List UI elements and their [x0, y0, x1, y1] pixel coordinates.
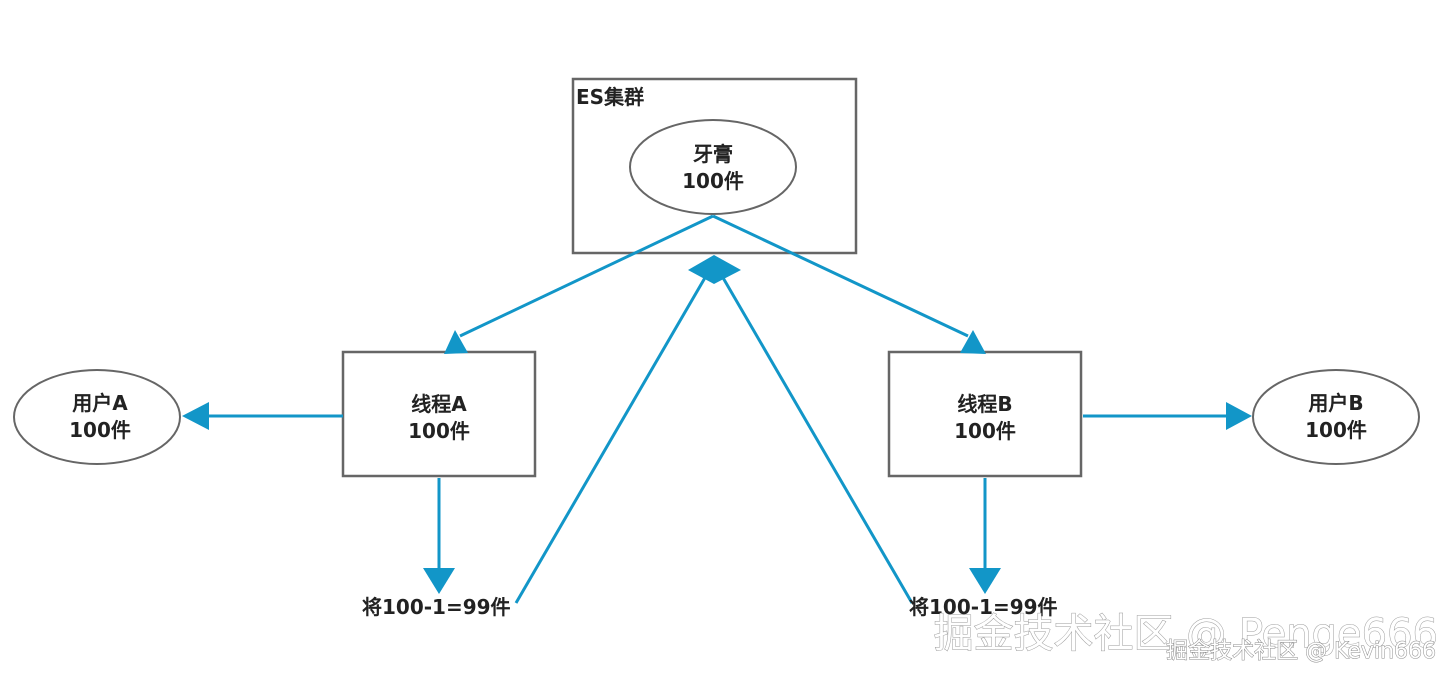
step-b-text: 将100-1=99件: [909, 595, 1058, 619]
product-stock: 100件: [682, 169, 744, 193]
arrowhead-thread-a-top: [444, 330, 468, 354]
es-cluster-label: ES集群: [576, 85, 644, 109]
user-a-stock: 100件: [69, 418, 131, 442]
thread-b-stock: 100件: [954, 419, 1016, 443]
user-b-name: 用户B: [1308, 391, 1363, 415]
thread-b-box: [887, 350, 1083, 478]
arrowhead-user-b: [1226, 402, 1252, 430]
thread-a-name: 线程A: [411, 392, 467, 416]
arrowhead-user-a: [182, 402, 209, 430]
user-b-stock: 100件: [1305, 418, 1367, 442]
watermark-secondary: 掘金技术社区 @ Kevin666: [1166, 639, 1436, 664]
thread-a-box: [341, 350, 537, 478]
arrowhead-step-a: [423, 568, 455, 594]
arrow-product-to-thread-b: [712, 214, 969, 338]
arrowhead-step-b: [969, 568, 1001, 594]
thread-a-stock: 100件: [408, 419, 470, 443]
user-a-name: 用户A: [72, 391, 128, 415]
arrowhead-cluster-merge: [688, 255, 741, 284]
step-a-text: 将100-1=99件: [362, 595, 511, 619]
user-a-node: [13, 369, 181, 465]
watermark-primary: 掘金技术社区 @ Penge666: [934, 611, 1438, 657]
arrow-step-b-to-cluster: [720, 275, 914, 604]
arrowhead-thread-b-top: [960, 330, 986, 354]
arrow-step-a-to-cluster: [514, 275, 708, 604]
thread-b-name: 线程B: [957, 392, 1012, 416]
product-node: [629, 119, 797, 215]
user-b-node: [1252, 369, 1420, 465]
arrow-product-to-thread-a: [459, 214, 714, 338]
product-name: 牙膏: [693, 142, 733, 166]
